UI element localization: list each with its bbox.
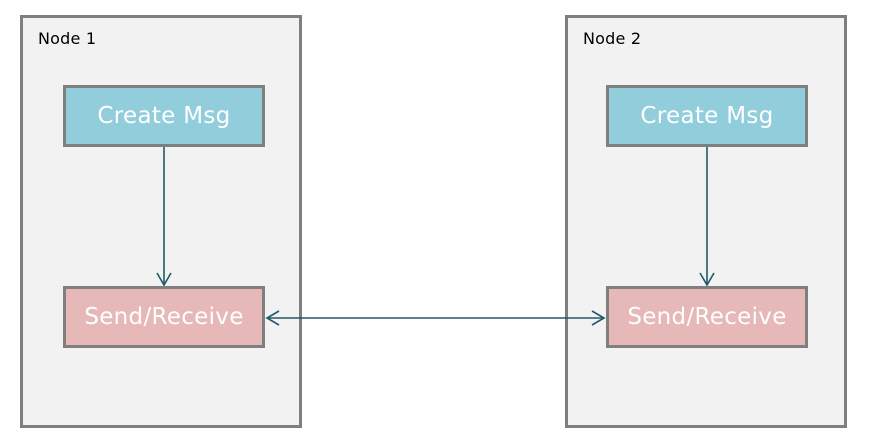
node-2-create-msg-box: Create Msg bbox=[606, 85, 808, 147]
node-1-send-receive-label: Send/Receive bbox=[84, 304, 244, 330]
node-1-container: Node 1 bbox=[20, 15, 302, 428]
node-1-create-msg-box: Create Msg bbox=[63, 85, 265, 147]
node-2-send-receive-label: Send/Receive bbox=[627, 304, 787, 330]
node-2-send-receive-box: Send/Receive bbox=[606, 286, 808, 348]
node-2-container: Node 2 bbox=[565, 15, 847, 428]
node-1-title: Node 1 bbox=[38, 29, 97, 48]
node-2-create-msg-label: Create Msg bbox=[640, 103, 774, 129]
node-2-title: Node 2 bbox=[583, 29, 642, 48]
node-1-send-receive-box: Send/Receive bbox=[63, 286, 265, 348]
node-1-create-msg-label: Create Msg bbox=[97, 103, 231, 129]
